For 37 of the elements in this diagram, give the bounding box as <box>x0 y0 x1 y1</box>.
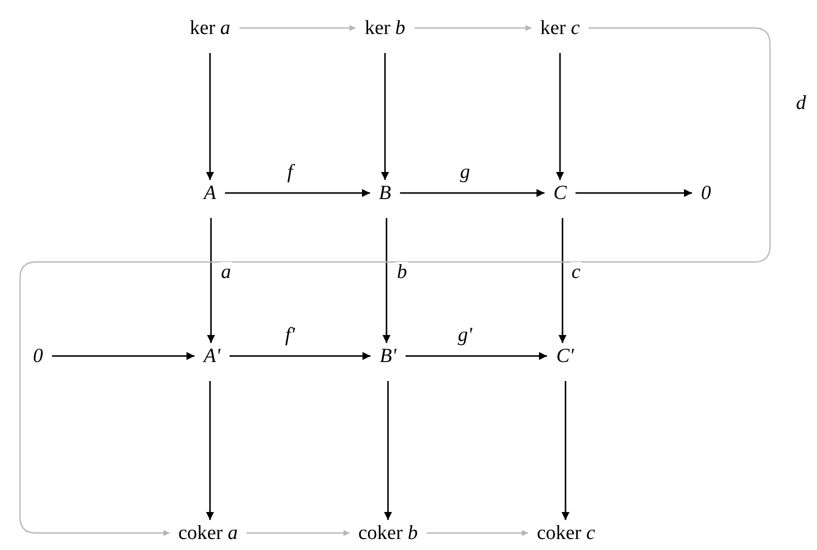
arrow <box>52 352 194 360</box>
arrow <box>207 218 215 343</box>
math-term: ker b <box>356 15 414 41</box>
math-term: A' <box>194 343 230 369</box>
arrow <box>562 381 570 520</box>
math-term: B <box>370 180 400 206</box>
arrow <box>406 352 547 360</box>
math-term: B' <box>370 343 406 369</box>
arrow <box>384 381 392 520</box>
edge-label: f' <box>284 325 296 345</box>
arrow <box>576 189 692 197</box>
math-term: ker c <box>531 15 589 41</box>
arrow <box>230 352 370 360</box>
arrow <box>400 189 544 197</box>
arrow <box>240 25 356 31</box>
edge-label: f <box>286 162 294 182</box>
edge-label: g' <box>456 325 474 345</box>
arrow <box>19 27 771 536</box>
arrow <box>206 381 214 520</box>
math-term: coker b <box>349 520 427 546</box>
math-term: C' <box>547 343 583 369</box>
math-term: ker a <box>180 15 240 41</box>
math-term: coker c <box>528 520 604 546</box>
math-term: coker a <box>169 520 247 546</box>
arrow <box>382 218 390 343</box>
arrow <box>225 189 370 197</box>
arrow <box>206 53 214 180</box>
arrow <box>246 530 350 536</box>
math-term: A <box>194 180 226 206</box>
arrow <box>556 53 564 180</box>
arrow <box>381 53 389 180</box>
math-term: 0 <box>24 343 52 369</box>
arrow <box>426 530 528 536</box>
math-term: 0 <box>692 180 720 206</box>
math-term: C <box>544 180 576 206</box>
arrow <box>558 218 566 343</box>
arrow <box>414 25 532 31</box>
